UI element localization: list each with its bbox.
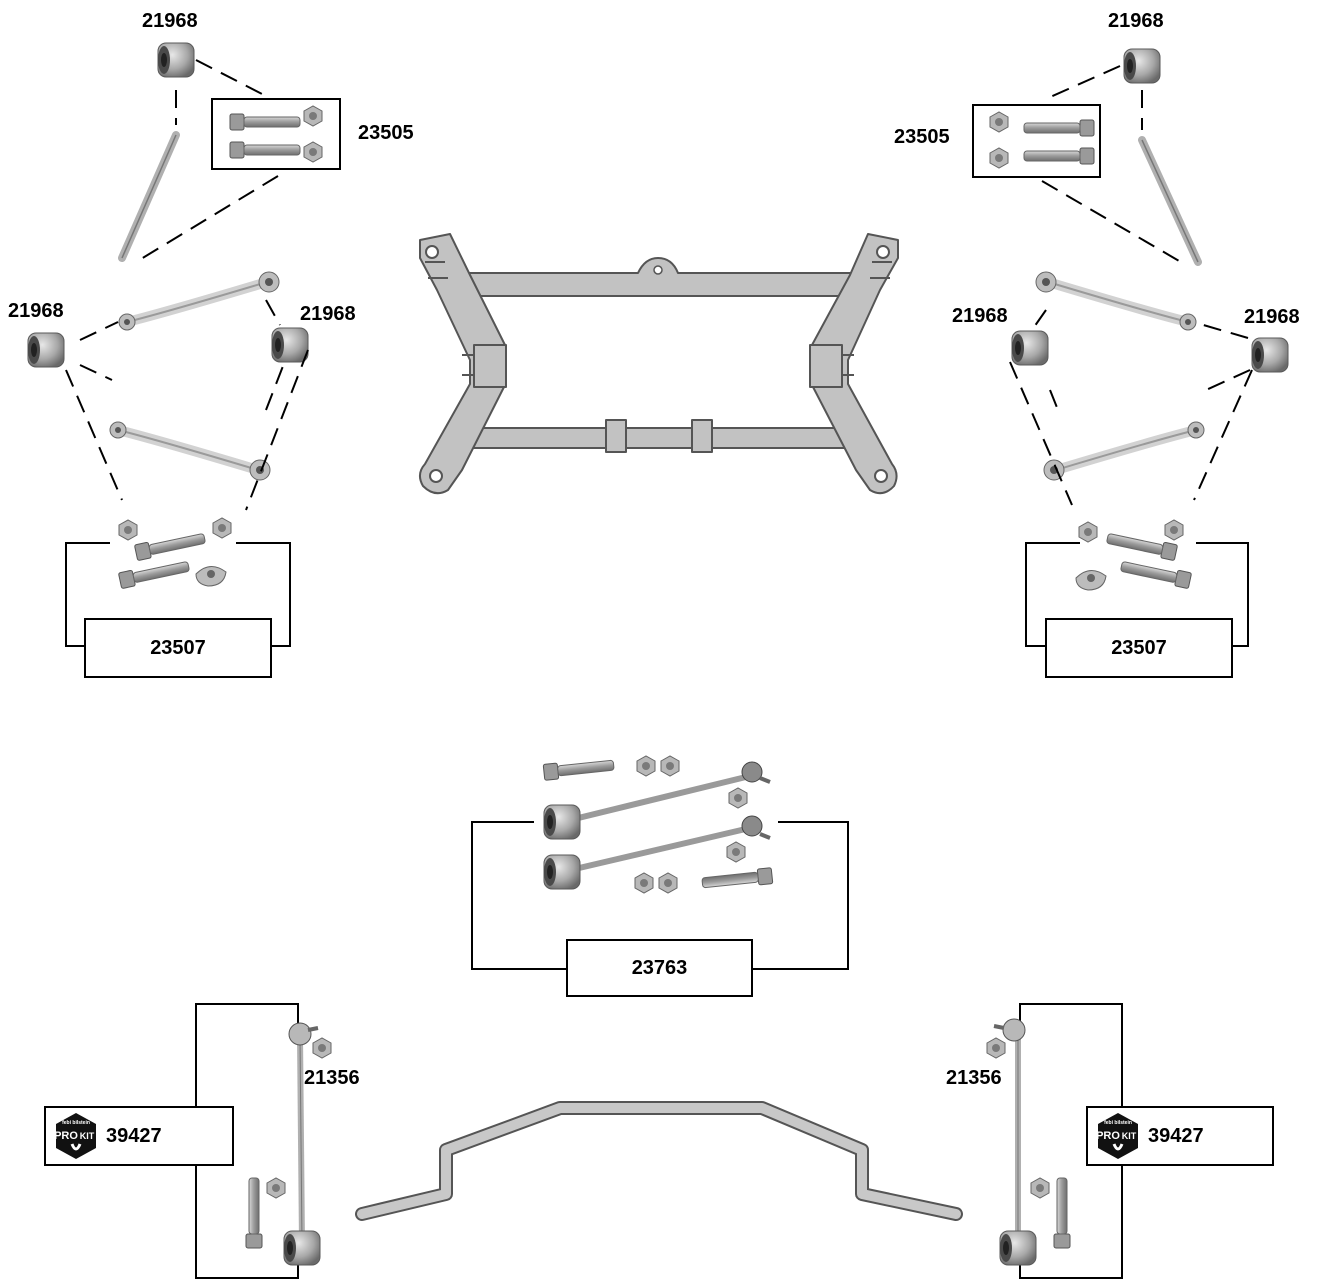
bolt-icon	[134, 530, 206, 560]
stabilizer-link-kit-label: 23763	[566, 939, 753, 997]
part-number-label: 21968	[142, 10, 198, 32]
bushing-icon	[158, 43, 194, 77]
stabilizer-link-icon	[284, 1023, 320, 1265]
part-number-label: 23505	[894, 126, 950, 148]
bolt-kit-lower-right-label: 23507	[1045, 618, 1233, 678]
part-number-label: 23505	[358, 122, 414, 144]
svg-text:PRO: PRO	[54, 1130, 78, 1142]
part-number-label: 21968	[952, 305, 1008, 327]
nut-icon	[304, 106, 322, 126]
tie-rod-icon	[122, 135, 176, 258]
prokit-left-label: febi bilstein PRO KIT 39427	[44, 1106, 234, 1166]
nut-icon	[313, 1038, 331, 1058]
control-arm-icon	[1044, 422, 1204, 480]
bolt-icon	[543, 757, 614, 780]
bushing-icon	[272, 328, 308, 362]
bushing-icon	[1012, 331, 1048, 365]
nut-icon	[659, 873, 677, 893]
bushing-icon	[1124, 49, 1160, 83]
eccentric-washer-icon	[1076, 570, 1106, 590]
control-arm-icon	[119, 272, 279, 330]
subframe-icon	[420, 234, 898, 493]
upper-left-group	[28, 43, 340, 646]
nut-icon	[267, 1178, 285, 1198]
bushing-icon	[28, 333, 64, 367]
nut-icon	[1031, 1178, 1049, 1198]
nut-icon	[1165, 520, 1183, 540]
nut-icon	[727, 842, 745, 862]
control-arm-icon	[110, 422, 270, 480]
svg-text:KIT: KIT	[1122, 1131, 1137, 1141]
stabilizer-link-kit-group	[472, 756, 848, 969]
bolt-kit-box-upper-left	[212, 99, 340, 169]
bolt-icon	[118, 558, 190, 588]
svg-text:febi bilstein: febi bilstein	[1104, 1120, 1132, 1126]
prokit-badge-icon: febi bilstein PRO KIT	[1094, 1112, 1142, 1160]
part-number-label: 21968	[1108, 10, 1164, 32]
eccentric-washer-icon	[196, 566, 226, 586]
nut-icon	[637, 756, 655, 776]
part-number-label: 39427	[1148, 1125, 1204, 1148]
control-arm-icon	[1036, 272, 1196, 330]
bolt-icon	[1120, 558, 1192, 588]
bolt-kit-lower-left-label: 23507	[84, 618, 272, 678]
nut-icon	[990, 148, 1008, 168]
part-number-label: 21968	[300, 303, 356, 325]
svg-text:PRO: PRO	[1096, 1130, 1120, 1142]
upper-right-group	[973, 49, 1288, 646]
nut-icon	[1079, 522, 1097, 542]
nut-icon	[661, 756, 679, 776]
bolt-icon	[702, 868, 773, 891]
svg-text:KIT: KIT	[80, 1131, 95, 1141]
stabilizer-bar-icon	[362, 1108, 956, 1214]
nut-icon	[987, 1038, 1005, 1058]
prokit-badge-icon: febi bilstein PRO KIT	[52, 1112, 100, 1160]
nut-icon	[119, 520, 137, 540]
nut-icon	[635, 873, 653, 893]
part-number-label: 21356	[304, 1067, 360, 1089]
part-number-label: 21968	[1244, 306, 1300, 328]
part-number-label: 21968	[8, 300, 64, 322]
prokit-right-label: febi bilstein PRO KIT 39427	[1086, 1106, 1274, 1166]
nut-icon	[990, 112, 1008, 132]
part-number-label: 39427	[106, 1125, 162, 1148]
nut-icon	[729, 788, 747, 808]
bolt-icon	[1054, 1178, 1070, 1248]
bushing-icon	[1252, 338, 1288, 372]
svg-text:febi bilstein: febi bilstein	[62, 1120, 90, 1126]
bolt-icon	[246, 1178, 262, 1248]
part-number-label: 21356	[946, 1067, 1002, 1089]
nut-icon	[304, 142, 322, 162]
nut-icon	[213, 518, 231, 538]
